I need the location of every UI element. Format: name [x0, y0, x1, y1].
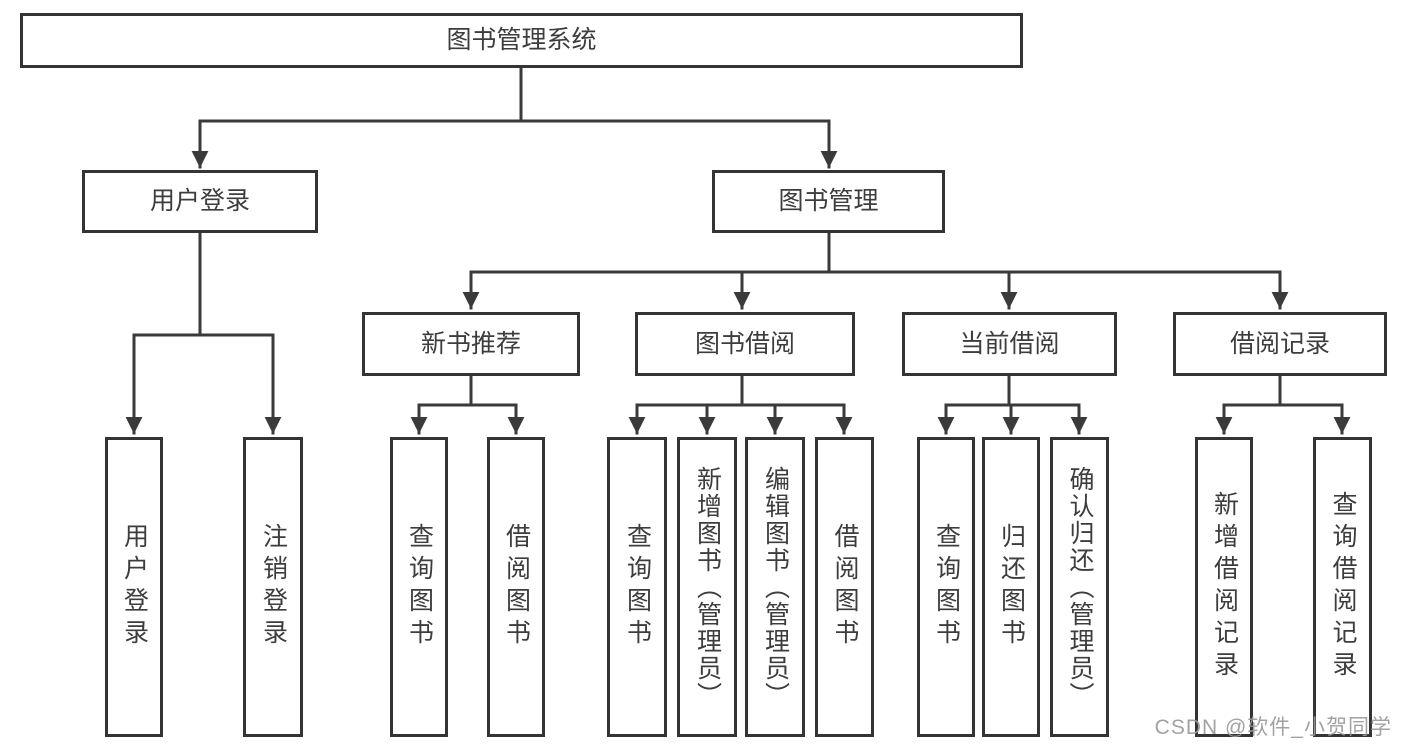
node-label: 图书借阅 [694, 329, 795, 358]
node-label: 查询图书 [405, 523, 434, 651]
node-label: 查询图书 [623, 523, 652, 651]
node-label: 归还图书 [997, 523, 1026, 651]
node-borrow-records: 借阅记录 [1173, 312, 1387, 376]
node-book-management: 图书管理 [712, 170, 945, 233]
node-user-login-leaf: 用户登录 [105, 437, 163, 737]
node-query-book-3: 查询图书 [917, 437, 975, 737]
node-label: 新书推荐 [420, 329, 521, 358]
node-label: 确认归还（管理员） [1066, 465, 1094, 709]
node-label: 用户登录 [120, 523, 149, 651]
csdn-watermark: CSDN @软件_小贺同学 [1154, 716, 1392, 739]
node-label: 新增借阅记录 [1210, 491, 1239, 683]
node-label: 用户登录 [149, 187, 250, 215]
node-label: 查询借阅记录 [1329, 491, 1357, 683]
node-query-book-2: 查询图书 [607, 437, 667, 737]
node-add-book-admin: 新增图书（管理员） [677, 437, 737, 737]
node-user-login: 用户登录 [82, 170, 318, 233]
node-label: 图书管理系统 [446, 26, 597, 54]
node-return-book: 归还图书 [982, 437, 1040, 737]
node-logout: 注销登录 [243, 437, 303, 737]
node-label: 当前借阅 [959, 329, 1060, 358]
node-edit-book-admin: 编辑图书（管理员） [745, 437, 805, 737]
node-label: 借阅图书 [502, 523, 531, 651]
node-query-borrow-record: 查询借阅记录 [1313, 437, 1372, 737]
node-query-book-1: 查询图书 [390, 437, 448, 737]
node-label: 借阅图书 [831, 523, 859, 651]
node-current-borrow: 当前借阅 [902, 312, 1117, 376]
node-label: 新增图书（管理员） [693, 465, 722, 709]
node-library-system: 图书管理系统 [20, 13, 1023, 68]
node-borrow-book-2: 借阅图书 [815, 437, 874, 737]
node-confirm-return-admin: 确认归还（管理员） [1050, 437, 1109, 737]
node-label: 图书管理 [778, 187, 879, 215]
node-book-borrow: 图书借阅 [635, 312, 855, 376]
node-add-borrow-record: 新增借阅记录 [1195, 437, 1253, 737]
node-label: 注销登录 [259, 523, 288, 651]
node-label: 借阅记录 [1229, 329, 1330, 358]
node-new-book-recommend: 新书推荐 [362, 312, 580, 376]
node-label: 查询图书 [932, 523, 961, 651]
node-label: 编辑图书（管理员） [761, 465, 790, 709]
node-borrow-book-1: 借阅图书 [487, 437, 545, 737]
